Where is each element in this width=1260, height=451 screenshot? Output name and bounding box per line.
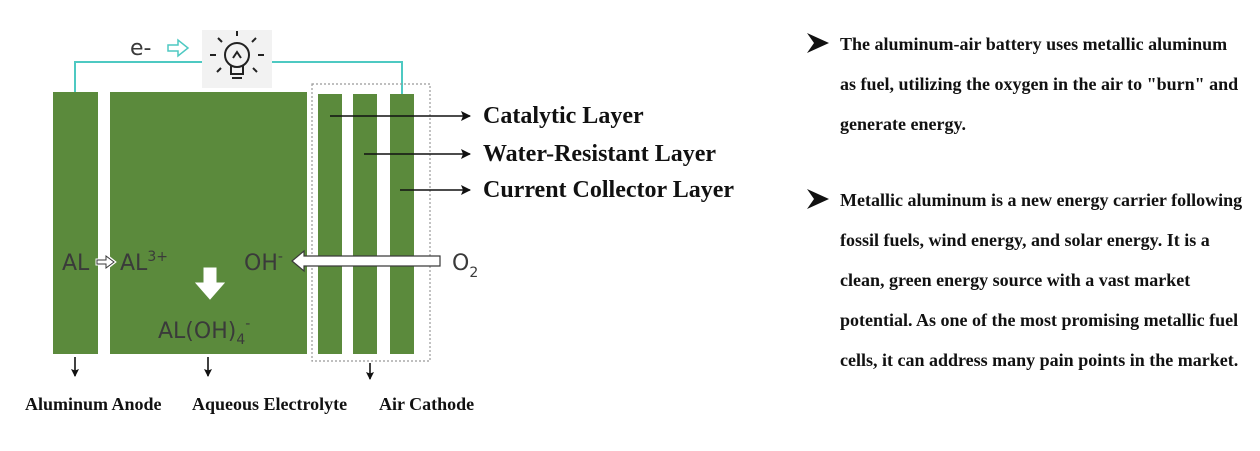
light-bulb-icon xyxy=(202,30,272,88)
description-panel: The aluminum-air battery uses metallic a… xyxy=(806,24,1246,380)
external-wire xyxy=(74,61,202,92)
down-arrow-icon xyxy=(194,267,226,300)
water-resistant-layer-label: Water-Resistant Layer xyxy=(483,141,716,167)
external-wire xyxy=(272,61,403,94)
electrolyte-label: Aqueous Electrolyte xyxy=(192,394,347,414)
electrolyte-block xyxy=(110,92,307,354)
oxygen-inflow-arrow-icon xyxy=(291,249,441,273)
al-to-al3-arrow-outline xyxy=(96,255,115,269)
aluminum-anode-plate xyxy=(53,92,98,354)
al3-label: AL3+ xyxy=(120,249,168,276)
catalytic-layer-label: Catalytic Layer xyxy=(483,103,644,129)
catalytic-layer-strip xyxy=(318,94,342,354)
arrowhead-bullet-icon xyxy=(807,33,829,53)
anode-label: Aluminum Anode xyxy=(25,394,162,414)
current-collector-layer-label: Current Collector Layer xyxy=(483,177,734,203)
o2-label: O2 xyxy=(452,251,478,281)
bullet-item: The aluminum-air battery uses metallic a… xyxy=(806,24,1246,144)
cathode-label: Air Cathode xyxy=(379,394,474,414)
air-cathode-frame xyxy=(311,83,431,362)
electron-arrow-icon xyxy=(167,38,190,58)
arrowhead-bullet-icon xyxy=(807,189,829,209)
bullet-text: Metallic aluminum is a new energy carrie… xyxy=(840,190,1243,370)
bullet-text: The aluminum-air battery uses metallic a… xyxy=(840,34,1239,134)
bullet-item: Metallic aluminum is a new energy carrie… xyxy=(806,180,1246,380)
aluminum-hydroxide-label: AL(OH)4- xyxy=(158,316,250,348)
electron-label: e- xyxy=(130,36,151,61)
current-collector-layer-strip xyxy=(390,94,414,354)
water-resistant-layer-strip xyxy=(353,94,377,354)
battery-diagram: e- Catalytic Layer Water-Resistant Layer xyxy=(25,30,734,414)
oh-label: OH- xyxy=(244,249,283,276)
al-label: AL xyxy=(62,251,90,276)
